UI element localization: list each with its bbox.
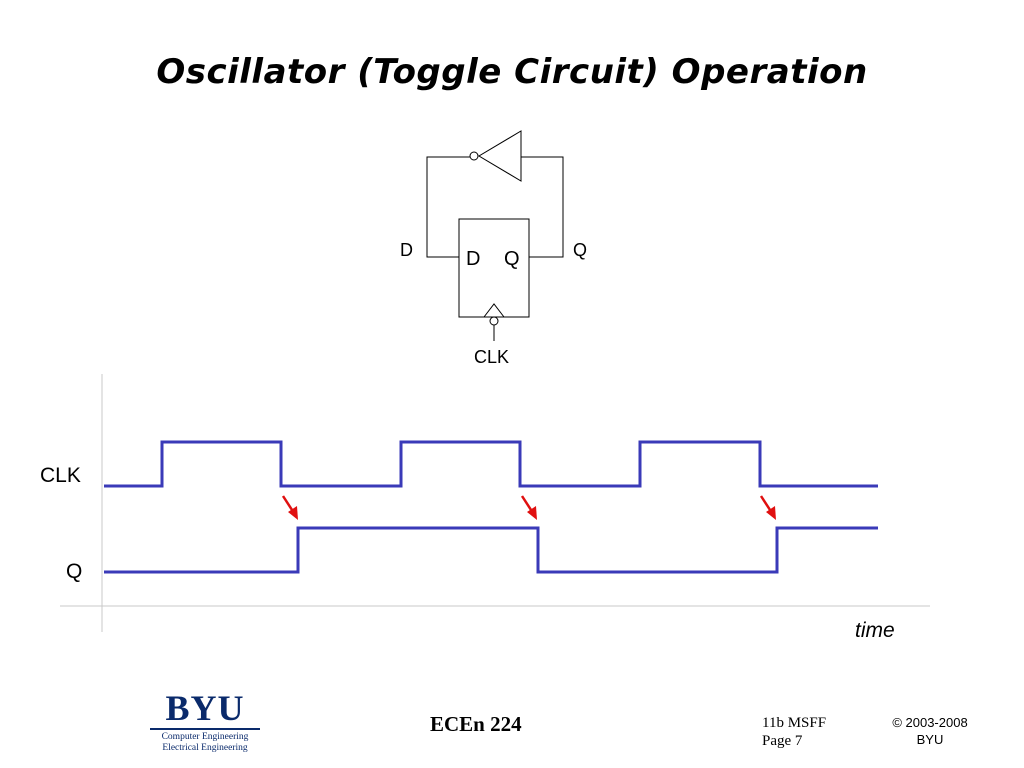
timing-q-label: Q xyxy=(66,560,82,583)
lecture-label: 11b MSFF xyxy=(762,715,827,731)
flip-flop-box xyxy=(458,218,530,318)
clock-triangle-icon xyxy=(483,303,505,318)
inverter-triangle-icon xyxy=(478,130,522,182)
toggle-circuit-schematic xyxy=(426,130,564,341)
edge-arrow-1-head xyxy=(288,506,298,520)
ff-d-label: D xyxy=(466,248,480,270)
q-output-wire xyxy=(521,156,564,258)
edge-arrow-2-head xyxy=(527,506,537,520)
d-input-wire xyxy=(426,156,471,258)
time-axis-label: time xyxy=(855,619,895,642)
clock-inversion-bubble xyxy=(489,316,499,326)
logo-rule xyxy=(150,728,260,730)
lecture-reference: 11b MSFF Page 7 xyxy=(762,714,826,750)
byu-logo: BYU Computer Engineering Electrical Engi… xyxy=(150,690,260,754)
logo-line-2: Electrical Engineering xyxy=(162,743,248,753)
edge-arrows xyxy=(281,495,776,520)
q-waveform xyxy=(104,526,878,574)
q-pin-label: Q xyxy=(573,240,587,260)
course-label: ECEn 224 xyxy=(430,712,522,736)
timing-clk-label: CLK xyxy=(40,464,81,487)
logo-wordmark: BYU xyxy=(165,688,245,728)
d-pin-label: D xyxy=(400,240,413,260)
edge-arrow-3-head xyxy=(766,506,776,520)
page-number: Page 7 xyxy=(762,733,803,749)
copyright-notice: © 2003-2008 BYU xyxy=(880,714,980,748)
inverter-bubble xyxy=(469,151,479,161)
ff-q-label: Q xyxy=(504,248,520,270)
clk-input-label: CLK xyxy=(474,347,509,367)
copyright-years: © 2003-2008 xyxy=(892,715,968,730)
slide-title: Oscillator (Toggle Circuit) Operation xyxy=(156,52,868,92)
clk-waveform xyxy=(104,440,878,488)
logo-line-1: Computer Engineering xyxy=(161,732,249,742)
copyright-org: BYU xyxy=(916,732,944,747)
